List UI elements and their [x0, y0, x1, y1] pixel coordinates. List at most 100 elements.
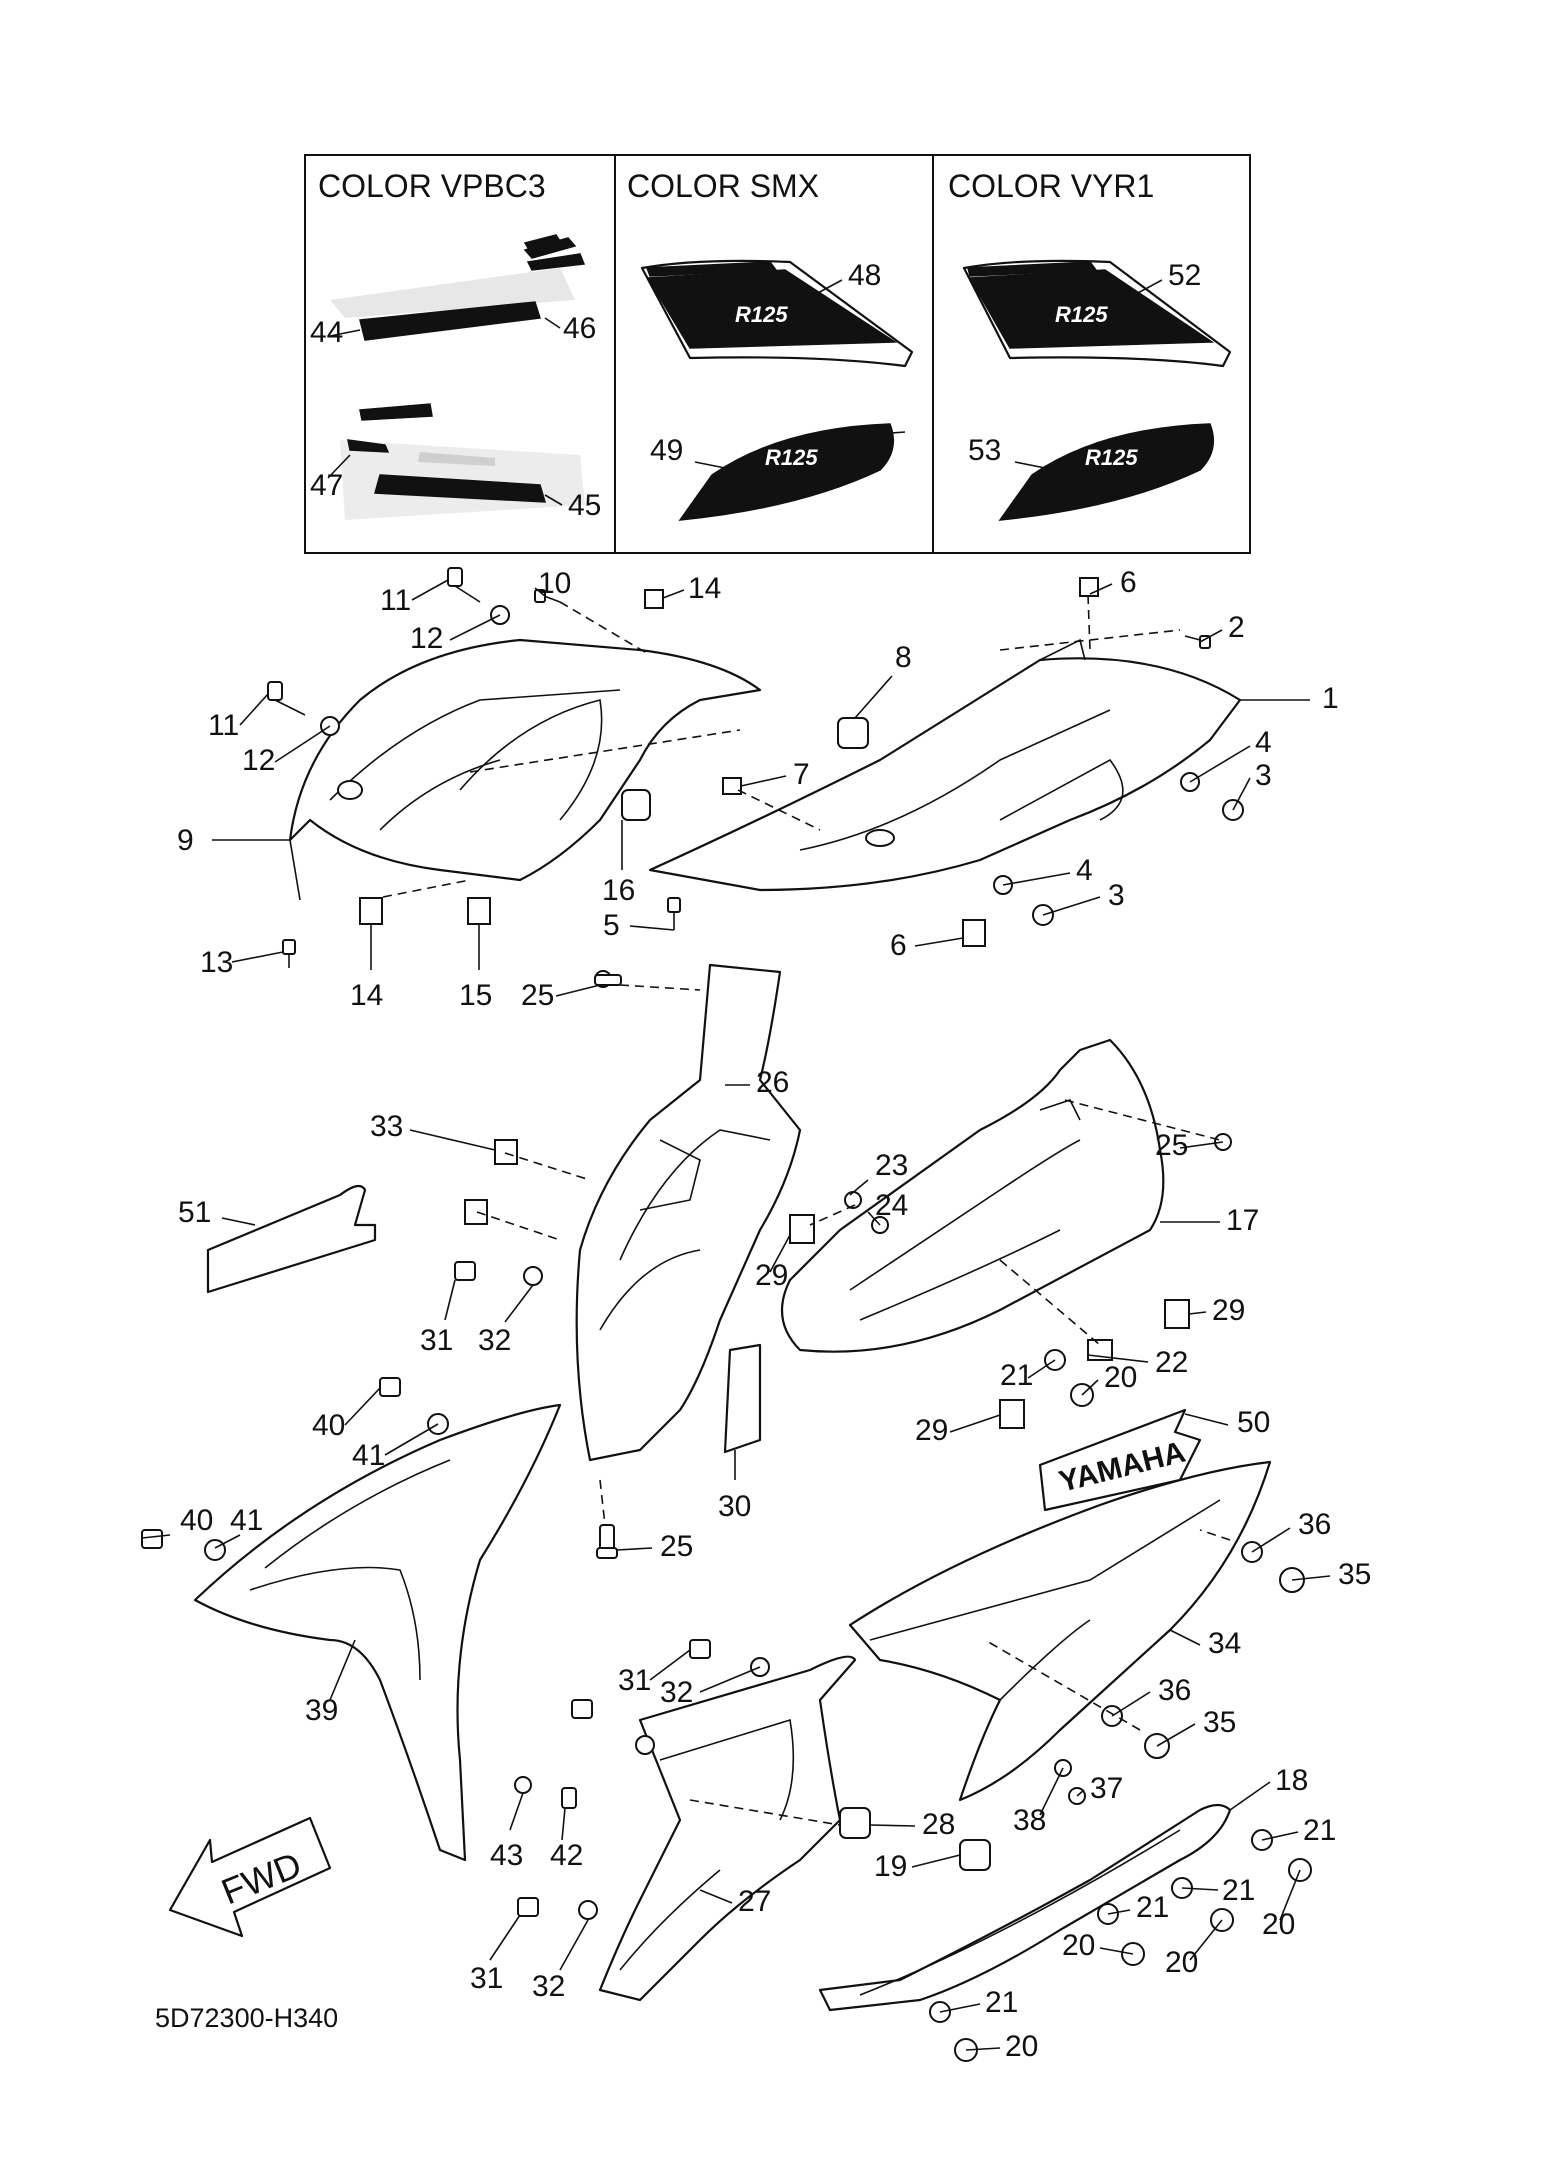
leader-line — [1229, 1781, 1271, 1811]
callout-1: 1 — [1322, 682, 1339, 715]
leader-line — [939, 2003, 981, 2013]
leader-line — [411, 579, 449, 601]
bolt — [689, 1639, 711, 1659]
callout-39: 39 — [305, 1694, 338, 1727]
callout-36: 36 — [1158, 1674, 1191, 1707]
callout-49: 49 — [650, 434, 683, 467]
callout-3: 3 — [1108, 879, 1125, 912]
callout-10: 10 — [538, 567, 571, 600]
bolt — [571, 1699, 593, 1719]
leader-line — [1039, 1767, 1064, 1816]
color-label-smx: COLOR SMX — [627, 168, 819, 204]
leader-line — [914, 937, 964, 947]
clip-nut — [644, 589, 664, 609]
callout-4: 4 — [1255, 726, 1272, 759]
callout-48: 48 — [848, 259, 881, 292]
bolt — [517, 1897, 539, 1917]
leader-line — [1199, 629, 1223, 643]
leader-line — [329, 1639, 356, 1701]
grommet — [621, 789, 651, 821]
leader-line — [449, 614, 501, 641]
callout-34: 34 — [1208, 1627, 1241, 1660]
lower-cowl — [598, 1655, 857, 2002]
callout-53: 53 — [968, 434, 1001, 467]
callout-20: 20 — [1262, 1908, 1295, 1941]
leader-line — [1089, 583, 1113, 595]
leader-line — [854, 675, 893, 719]
callout-26: 26 — [756, 1066, 789, 1099]
leader-line — [221, 1217, 256, 1226]
callout-31: 31 — [420, 1324, 453, 1357]
callout-35: 35 — [1338, 1558, 1371, 1591]
middle-side-cowl — [780, 1038, 1165, 1353]
callout-4: 4 — [1076, 854, 1093, 887]
decal-49 — [678, 423, 895, 521]
leader-line — [1156, 1723, 1196, 1747]
callout-30: 30 — [718, 1490, 751, 1523]
callout-22: 22 — [1155, 1346, 1188, 1379]
callout-25: 25 — [660, 1530, 693, 1563]
bolt — [282, 939, 296, 968]
callout-44: 44 — [310, 316, 343, 349]
callout-47: 47 — [310, 469, 343, 502]
leader-line — [649, 1649, 691, 1681]
washer — [514, 1776, 532, 1794]
leader-line — [1081, 1379, 1099, 1396]
color-panel-frame — [304, 154, 1251, 554]
leader-line — [699, 1889, 733, 1904]
bolt — [454, 1261, 476, 1281]
callout-12: 12 — [242, 744, 275, 777]
callout-24: 24 — [875, 1189, 908, 1222]
smx-decals: R125 R125 — [640, 259, 914, 521]
leader-line — [327, 454, 351, 479]
leader-line — [1179, 1141, 1224, 1149]
callout-31: 31 — [470, 1962, 503, 1995]
bolt — [379, 1377, 401, 1397]
rear-side-cowl — [848, 1460, 1272, 1802]
callout-12: 12 — [410, 622, 443, 655]
leader-line — [1002, 872, 1071, 886]
leader-line — [344, 1387, 381, 1426]
callout-9: 9 — [177, 824, 194, 857]
callout-37: 37 — [1090, 1772, 1123, 1805]
callout-7: 7 — [793, 758, 810, 791]
callout-21: 21 — [1222, 1874, 1255, 1907]
clip-nut — [494, 1139, 518, 1165]
grommet — [837, 717, 869, 749]
leader-line — [616, 1547, 653, 1551]
leader-line — [1251, 1527, 1291, 1553]
leader-line — [769, 1234, 791, 1273]
callout-33: 33 — [370, 1110, 403, 1143]
decal-45 — [374, 474, 547, 503]
callout-38: 38 — [1013, 1804, 1046, 1837]
callout-20: 20 — [1062, 1929, 1095, 1962]
callout-46: 46 — [563, 312, 596, 345]
leader-line — [1109, 279, 1163, 309]
washer — [204, 1539, 226, 1561]
fasteners — [141, 567, 1312, 2062]
callout-45: 45 — [568, 489, 601, 522]
leader-line — [214, 1534, 241, 1549]
decal-logo: R125 — [735, 302, 788, 327]
leader-line — [694, 461, 736, 471]
leader-line — [1291, 1575, 1331, 1581]
bolt — [561, 1787, 577, 1809]
leader-line — [409, 1129, 496, 1151]
callout-40: 40 — [180, 1504, 213, 1537]
decal-48 — [646, 269, 898, 349]
callout-29: 29 — [755, 1259, 788, 1292]
leader-line — [509, 1792, 524, 1831]
leader-line — [1232, 777, 1251, 811]
leader-line — [1087, 1354, 1149, 1363]
leader-line — [504, 1284, 534, 1323]
bolt — [447, 567, 481, 603]
decal-logo: R125 — [1055, 302, 1108, 327]
clip-nut — [722, 777, 742, 795]
color-label-vyr1: COLOR VYR1 — [948, 168, 1154, 204]
clip-nut — [464, 1199, 488, 1225]
clip-nut — [789, 1214, 815, 1244]
leader-line — [662, 589, 685, 599]
bolt — [267, 681, 306, 716]
